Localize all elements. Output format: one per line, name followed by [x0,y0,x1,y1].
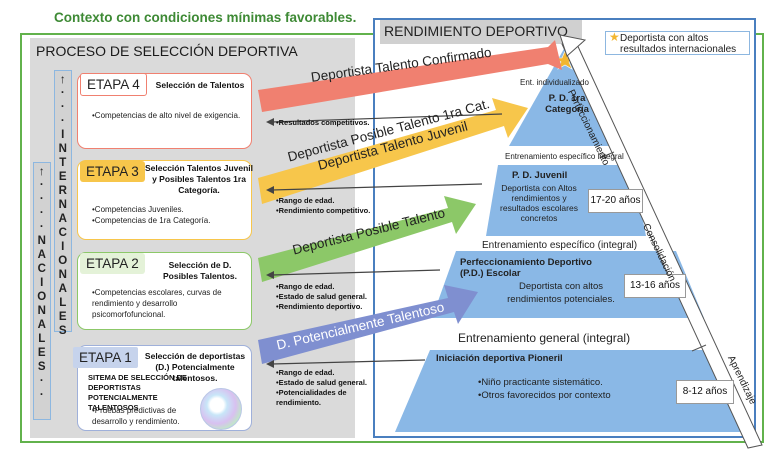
criteria-2: •Rango de edad. •Estado de salud general… [276,282,367,311]
ent-individualizado-label: Ent. individualizado [520,78,589,87]
feedback-head-3 [266,186,274,194]
level-2-text: Deportista con Altos rendimientos y resu… [500,183,578,223]
bracket-divider-2 [691,344,707,352]
feedback-line-3 [271,183,483,191]
arrow-potencialmente [258,285,478,364]
stage-3-tag: ETAPA 3 [80,161,145,182]
bracket-divider-1 [599,151,615,159]
stage-1-tag: ETAPA 1 [73,347,138,368]
level-3-text: Deportista con altos rendimientos potenc… [507,281,615,305]
stage-1-title: Selección de deportistas (D.) Potencialm… [144,351,246,383]
progression-arrow-head [559,34,587,57]
test-diagram-image [200,388,242,430]
level-4-title: Iniciación deportiva Pioneril [436,353,563,364]
arrow-posible-talento [258,196,476,282]
legend: ★ Deportista con altos resultados intern… [605,31,750,55]
pyramid-tier-base [395,350,755,432]
criteria-1: •Rango de edad. •Estado de salud general… [276,368,367,407]
level-1-title: P. D. 1ra Categoría [545,93,589,115]
star-icon: ★ [609,30,620,44]
feedback-line-1 [271,359,426,365]
stage-2-tag: ETAPA 2 [80,253,145,274]
feedback-head-4 [266,118,274,126]
feedback-head-2 [266,271,274,279]
national-column [33,162,51,420]
performance-header: RENDIMIENTO DEPORTIVO [380,20,582,44]
arrow-posible-talento-1ra [258,98,528,204]
stage-1-system: SITEMA DE SELECCIÓN DE DEPORTISTAS POTEN… [88,373,187,412]
stage-1-items: •Pruebas predictivas de desarrollo y ren… [92,406,180,426]
feedback-line-2 [271,269,441,276]
stage-3-title: Selección Talentos Juvenil y Posibles Ta… [144,163,254,195]
level-2-age-box: 17-20 años [588,189,643,213]
stage-3-items: •Competencias Juveniles. •Competencias d… [92,205,211,225]
selection-process-header: PROCESO DE SELECCIÓN DEPORTIVA [36,43,298,59]
stage-4-tag: ETAPA 4 [80,73,147,96]
train-general-label: Entrenamiento general (integral) [458,331,631,345]
legend-label: Deportista con altos resultados internac… [620,33,737,55]
level-3-title: Perfeccionamiento Deportivo (P.D.) Escol… [460,257,592,279]
level-4-age-box: 8-12 años [676,380,734,404]
arrow-talento-confirmado [258,40,562,112]
level-4-text: •Niño practicante sistemático. •Otros fa… [478,377,611,401]
pyramid-tier-3 [432,251,704,318]
stage-4-title: Selección de Talentos [155,80,245,90]
pyramid-tier-top [509,47,621,146]
feedback-head-1 [266,360,274,368]
context-title: Contexto con condiciones mínimas favorab… [54,10,357,25]
level-2-title: P. D. Juvenil [512,170,568,181]
stage-2-title: Selección de D. Posibles Talentos. [162,260,237,281]
stage-4-items: •Competencias de alto nivel de exigencia… [92,111,241,120]
train-integral-label: Entrenamiento específico integral [505,152,624,161]
level-3-age-box: 13-16 años [624,274,686,298]
international-column [54,70,72,332]
criteria-4: •Resultados competitivos. [276,118,370,127]
feedback-line-4 [271,113,503,123]
train-integral-2-label: Entrenamiento específico (integral) [482,240,638,251]
criteria-3: •Rango de edad. •Rendimiento competitivo… [276,196,371,215]
stage-2-items: •Competencias escolares, curvas de rendi… [92,288,222,319]
pyramid-tier-2 [486,165,646,236]
